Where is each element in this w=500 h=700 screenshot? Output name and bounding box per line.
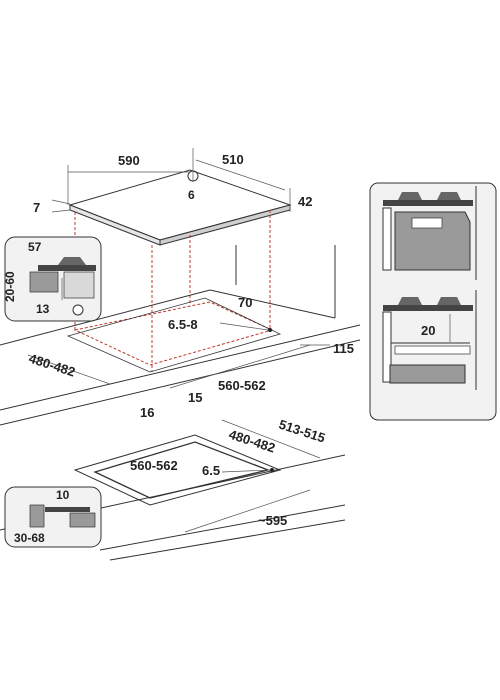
cutout-outline: [73, 301, 274, 366]
lower-drawer: [389, 364, 466, 384]
oven-cabinet-panel: 20: [369, 182, 497, 421]
detail-section-bottom: 10 30-68: [4, 486, 102, 548]
dim-flush-560-562-label: 560-562: [130, 458, 178, 473]
dim-15-label: 15: [188, 390, 202, 405]
dim-30-68-label: 30-68: [14, 531, 45, 545]
dim-6-5-8-label: 6.5-8: [168, 317, 198, 332]
dim-70-label: 70: [238, 295, 252, 310]
dim-115-label: 115: [333, 341, 354, 356]
detail-top-burner: [58, 257, 86, 265]
dim-42-label: 42: [298, 194, 312, 209]
dim-510-label: 510: [222, 152, 244, 167]
dim-7-label: 7: [33, 200, 40, 215]
dim-10-label: 10: [56, 488, 70, 502]
detail-bottom-panel: [4, 486, 102, 548]
gas-connection-icon: [72, 304, 84, 316]
detail-bottom-worktop: [29, 504, 45, 528]
lower-hob-plate: [383, 305, 473, 311]
dim-16-label: 16: [140, 405, 154, 420]
dim-20-label: 20: [421, 323, 435, 338]
detail-bottom-hob-rim: [45, 507, 90, 512]
projection-lines: [74, 210, 271, 372]
dim-20-60-label: 20-60: [3, 271, 17, 302]
dim-590-label: 590: [118, 153, 140, 168]
countertop-front-edge: [0, 324, 361, 411]
hob-top-view: 590 510 6 42 7: [33, 148, 312, 246]
countertop-cutout: 70 6.5-8 480-482 560-562 115 16 15: [0, 245, 361, 426]
flush-inner-cutout: [93, 441, 271, 499]
countertop-back-edge: [0, 289, 211, 346]
detail-top-worktop: [29, 271, 59, 293]
detail-section-top: 57 20-60 13: [3, 236, 102, 322]
dim-510-line: [195, 159, 286, 191]
detail-top-hob-plate: [38, 265, 96, 271]
cutout-corner-point: [268, 328, 272, 332]
center-6-label: 6: [188, 188, 195, 202]
flush-outer-rebate: [73, 434, 282, 506]
dim-13-label: 13: [36, 302, 50, 316]
cutout-edge: [66, 297, 282, 373]
dim-595-label: ~595: [258, 513, 287, 528]
dim-513-515-label: 513-515: [277, 417, 327, 446]
dim-flush-6-5-label: 6.5: [202, 463, 220, 478]
dim-480-482-label: 480-482: [27, 351, 77, 380]
dim-560-562-label: 560-562: [218, 378, 266, 393]
upper-hob-plate: [383, 200, 473, 206]
dim-57-label: 57: [28, 240, 42, 254]
